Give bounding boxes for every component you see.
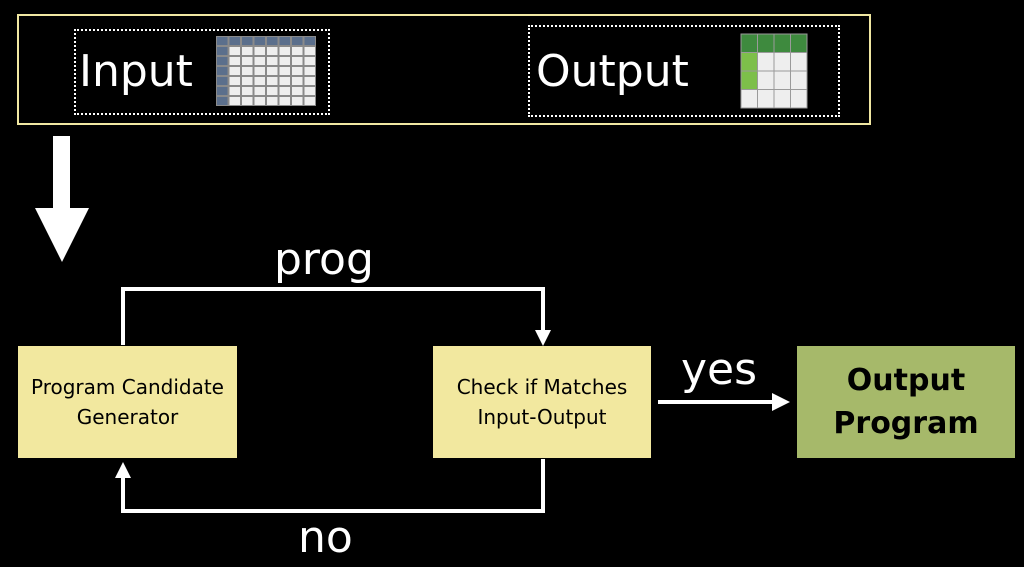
no-connector xyxy=(115,459,545,513)
result-label-line2: Program xyxy=(833,406,979,441)
output-program-box: Output Program xyxy=(797,346,1015,458)
output-example-box xyxy=(528,25,840,117)
program-candidate-generator-box: Program Candidate Generator xyxy=(18,346,237,458)
input-label: Input xyxy=(79,46,193,97)
output-table-icon xyxy=(740,33,808,109)
check-matches-box: Check if Matches Input-Output xyxy=(433,346,651,458)
input-table-icon xyxy=(216,36,316,106)
generator-label-line1: Program Candidate xyxy=(31,375,224,399)
yes-edge-label: yes xyxy=(681,344,758,395)
result-label-line1: Output xyxy=(846,362,966,398)
prog-connector xyxy=(121,287,551,346)
no-edge-label: no xyxy=(298,512,353,563)
generator-label-line2: Generator xyxy=(76,405,179,429)
yes-arrow xyxy=(658,393,790,411)
down-arrow-icon xyxy=(35,136,89,262)
output-label: Output xyxy=(536,46,689,97)
input-output-banner xyxy=(17,14,871,125)
checker-label-line2: Input-Output xyxy=(477,405,607,429)
prog-edge-label: prog xyxy=(274,234,374,285)
checker-label-line1: Check if Matches xyxy=(456,375,628,399)
input-example-box xyxy=(74,29,330,115)
